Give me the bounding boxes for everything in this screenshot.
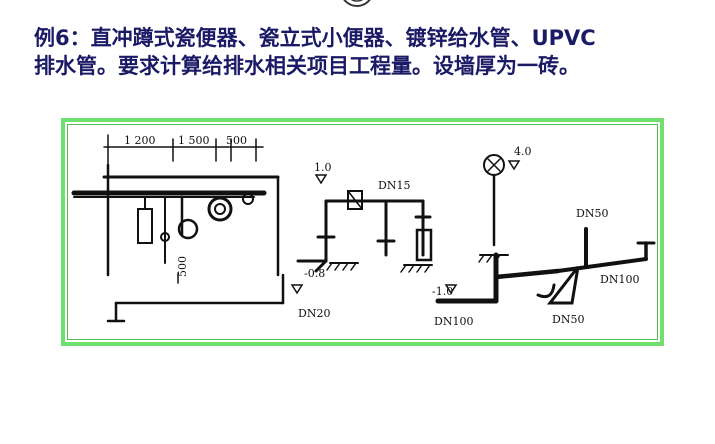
- pipe-label-supply-branch: DN15: [378, 179, 410, 192]
- pipe-label-supply-inlet: DN20: [298, 307, 330, 320]
- problem-statement-line-1: 例6：直冲蹲式瓷便器、瓷立式小便器、镀锌给水管、UPVC: [34, 26, 596, 50]
- pipe-label-drain-trap: DN50: [552, 313, 584, 326]
- plumbing-diagram: 1 200 1 500 500 500 1.0 -0.8 4.0 -1.0 DN…: [71, 134, 656, 328]
- problem-statement-line-2: 排水管。要求计算给排水相关项目工程量。设墙厚为一砖。: [34, 54, 580, 78]
- problem-statement: 例6：直冲蹲式瓷便器、瓷立式小便器、镀锌给水管、UPVC 排水管。要求计算给排水…: [34, 24, 694, 80]
- pipe-label-drain-main-left: DN100: [434, 315, 473, 328]
- dimension-label-1: 1 200: [124, 134, 156, 147]
- plan-vertical-dimension: 500: [176, 256, 189, 277]
- decorative-ornament: [343, 0, 371, 7]
- supply-isometric: [290, 174, 433, 295]
- elevation-vent-top: 4.0: [514, 145, 532, 158]
- diagram-frame-inner: 1 200 1 500 500 500 1.0 -0.8 4.0 -1.0 DN…: [67, 124, 658, 340]
- diagram-frame: 1 200 1 500 500 500 1.0 -0.8 4.0 -1.0 DN…: [61, 118, 664, 346]
- drain-isometric: [435, 154, 656, 305]
- elevation-supply-bottom: -0.8: [304, 267, 325, 280]
- pipe-label-drain-main-right: DN100: [600, 273, 639, 286]
- elevation-supply-top: 1.0: [314, 161, 332, 174]
- dimension-label-2: 1 500: [178, 134, 210, 147]
- plan-view: [71, 134, 285, 323]
- pipe-label-drain-branch-top: DN50: [576, 207, 608, 220]
- dimension-label-3: 500: [226, 134, 247, 147]
- elevation-drain-bottom: -1.0: [432, 285, 453, 298]
